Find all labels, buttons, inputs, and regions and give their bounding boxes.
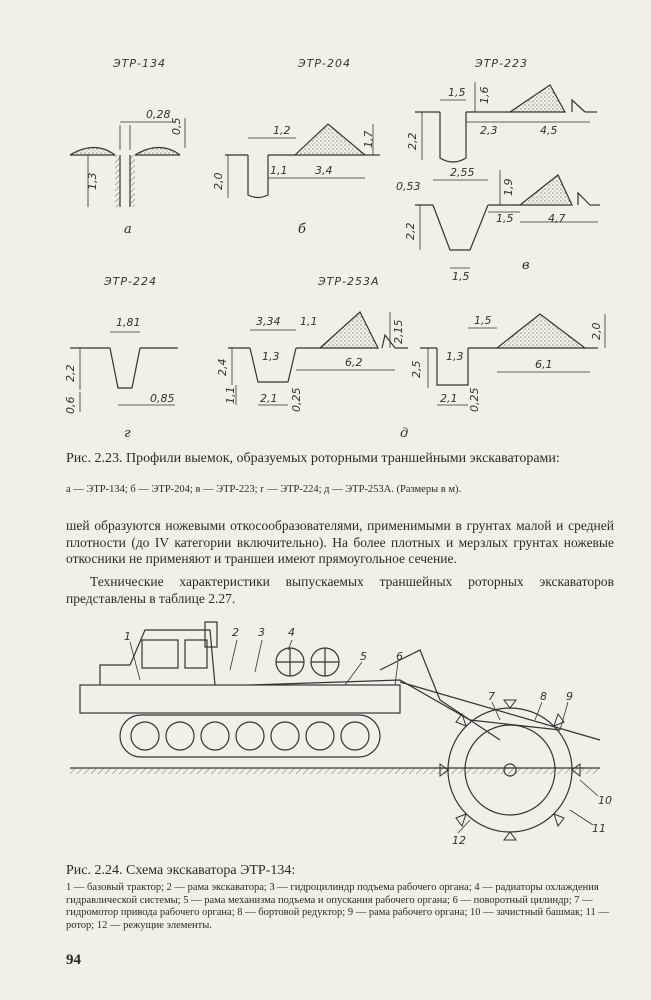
dim-label: 0,28 [146, 108, 171, 121]
dim-label: 1,1 [270, 164, 288, 177]
dim-label: 4,5 [540, 124, 558, 137]
dim-label: 6,1 [535, 358, 553, 371]
callout-9: 9 [566, 690, 573, 703]
working-frame [249, 649, 601, 741]
dim-label: 2,55 [450, 166, 475, 179]
base-tractor [79, 621, 401, 758]
dim-label: 1,5 [496, 212, 514, 225]
dim-label: 1,3 [446, 350, 464, 363]
sublabel-v: в [522, 258, 530, 273]
dim-label: 1,7 [362, 131, 375, 149]
model-label-etr253a: ЭТР-253А [318, 275, 380, 288]
dim-label: 1,5 [448, 86, 466, 99]
profile-v2 [415, 170, 600, 269]
dim-label: 6,2 [345, 356, 363, 369]
figure-2-23-legend: а — ЭТР-134; б — ЭТР-204; в — ЭТР-223; г… [66, 484, 462, 495]
dim-label: 2,4 [216, 359, 229, 377]
profile-v1 [415, 82, 597, 163]
dim-label: 1,3 [262, 350, 280, 363]
dim-label: 3,34 [256, 315, 281, 328]
radiators [275, 647, 340, 677]
callout-8: 8 [540, 690, 547, 703]
trench-profiles-figure: 0,28 0,5 1,3 1,2 1,7 2,0 1,1 3,4 1,5 1,6… [64, 82, 606, 415]
callout-1: 1 [124, 630, 131, 643]
callout-12: 12 [452, 834, 466, 847]
callout-7: 7 [488, 690, 495, 703]
dim-label: 2,0 [590, 323, 603, 341]
dim-label: 0,6 [64, 397, 77, 415]
model-label-etr224: ЭТР-224 [104, 275, 157, 288]
figure-2-23-caption: Рис. 2.23. Профили выемок, образуемых ро… [66, 451, 560, 466]
body-paragraph-2: Технические характеристики выпускаемых т… [66, 574, 614, 606]
profile-b [225, 123, 380, 199]
sublabel-d: д [400, 426, 409, 441]
model-label-etr223: ЭТР-223 [475, 57, 528, 70]
dim-label: 1,81 [116, 316, 141, 329]
rotor [439, 699, 581, 841]
sublabel-g: г [124, 426, 131, 441]
model-label-etr134: ЭТР-134 [113, 57, 166, 70]
dim-label: 0,25 [290, 388, 303, 413]
profile-d2 [420, 313, 606, 406]
callout-leaders [129, 639, 599, 834]
dim-label: 1,1 [224, 387, 237, 405]
excavator-scheme-figure: 1 2 3 4 5 6 7 8 9 10 11 12 [70, 621, 612, 847]
dim-label: 2,3 [480, 124, 498, 137]
dim-label: 1,9 [502, 179, 515, 197]
dim-label: 1,2 [273, 124, 291, 137]
dim-label: 2,15 [392, 320, 405, 345]
figure-2-24-caption: Рис. 2.24. Схема экскаватора ЭТР-134: [66, 863, 296, 878]
dim-label: 1,3 [86, 173, 99, 191]
dim-label: 4,7 [548, 212, 566, 225]
dim-label: 2,2 [404, 223, 417, 241]
profile-g [70, 331, 178, 412]
callout-3: 3 [258, 626, 265, 639]
dim-label: 3,4 [315, 164, 333, 177]
callout-11: 11 [592, 822, 606, 835]
callout-4: 4 [288, 626, 295, 639]
sublabel-a: а [124, 222, 132, 237]
callout-5: 5 [360, 650, 367, 663]
dim-label: 1,1 [300, 315, 318, 328]
dim-label: 0,5 [170, 118, 183, 136]
dim-label: 2,5 [410, 361, 423, 379]
dim-label: 0,53 [396, 180, 421, 193]
dim-label: 1,5 [474, 314, 492, 327]
body-paragraph-1: шей образуются ножевыми откосообразовате… [66, 518, 614, 566]
callout-2: 2 [232, 626, 239, 639]
dim-label: 2,2 [406, 133, 419, 151]
profile-a [69, 118, 186, 207]
sublabel-b: б [298, 222, 306, 237]
dim-label: 2,0 [212, 173, 225, 191]
figure-2-24-legend: 1 — базовый трактор; 2 — рама экскаватор… [66, 882, 609, 931]
callout-6: 6 [396, 650, 403, 663]
dim-label: 1,6 [478, 87, 491, 105]
dim-label: 0,85 [150, 392, 175, 405]
dim-label: 0,25 [468, 388, 481, 413]
model-label-etr204: ЭТР-204 [298, 57, 351, 70]
profile-d1 [228, 311, 408, 406]
page-number: 94 [66, 952, 81, 968]
dim-label: 2,2 [64, 365, 77, 383]
dim-label: 1,5 [452, 270, 470, 283]
callout-10: 10 [598, 794, 612, 807]
dim-label: 2,1 [440, 392, 458, 405]
dim-label: 2,1 [260, 392, 278, 405]
